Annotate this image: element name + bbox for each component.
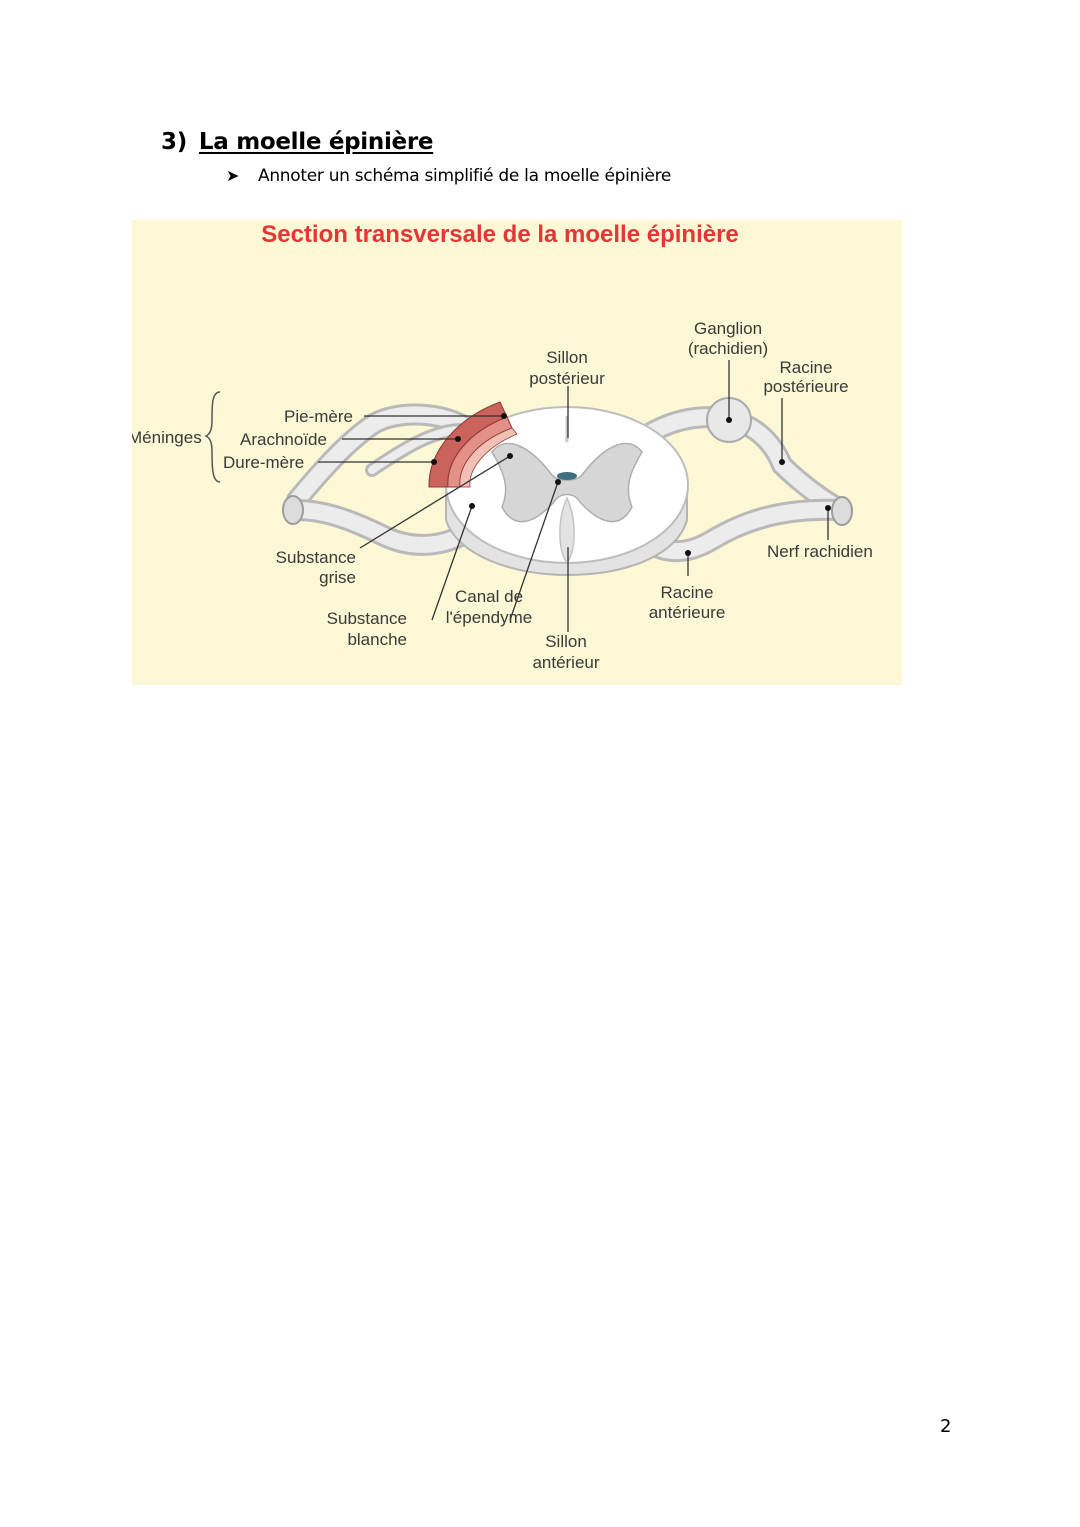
section-number: 3)	[161, 129, 187, 155]
diagram-canvas: Section transversale de la moelle épiniè…	[132, 221, 873, 672]
label-racine-posterieure-1: Racine	[780, 358, 833, 377]
instruction-item: ➤ Annoter un schéma simplifié de la moell…	[226, 166, 671, 186]
label-sillon-anterieur-2: antérieur	[532, 653, 599, 672]
arrow-bullet-icon: ➤	[226, 166, 240, 185]
label-ganglion-1: Ganglion	[694, 319, 762, 338]
instruction-text: Annoter un schéma simplifié de la moelle…	[258, 166, 672, 186]
label-substance-grise-1: Substance	[276, 548, 356, 567]
right-nerve-cut	[831, 496, 853, 526]
leader-lines	[318, 360, 829, 632]
label-substance-grise-2: grise	[319, 568, 356, 587]
label-nerf-rachidien: Nerf rachidien	[767, 542, 873, 561]
label-arachnoide: Arachnoïde	[240, 430, 327, 449]
label-racine-anterieure-2: antérieure	[649, 603, 726, 622]
label-racine-anterieure-1: Racine	[661, 583, 714, 602]
meninges-layers	[428, 401, 518, 488]
label-substance-blanche-2: blanche	[347, 630, 407, 649]
label-ganglion-2: (rachidien)	[688, 339, 768, 358]
label-sillon-anterieur-1: Sillon	[545, 632, 587, 651]
label-canal-1: Canal de	[455, 587, 523, 606]
figure-title: Section transversale de la moelle épiniè…	[261, 221, 739, 248]
label-substance-blanche-1: Substance	[327, 609, 407, 628]
page-number: 2	[940, 1416, 952, 1437]
left-nerve-cut	[282, 495, 304, 525]
section-heading: 3) La moelle épinière	[161, 129, 434, 155]
label-sillon-posterieur-2: postérieur	[529, 369, 605, 388]
label-dure-mere: Dure-mère	[223, 453, 304, 472]
meninges-brace	[204, 391, 221, 483]
section-title: La moelle épinière	[198, 129, 434, 155]
label-canal-2: l'épendyme	[446, 608, 532, 627]
label-racine-posterieure-2: postérieure	[763, 377, 848, 396]
label-sillon-posterieur-1: Sillon	[546, 348, 588, 367]
spinal-cord	[445, 406, 689, 577]
leader-dots	[431, 413, 831, 556]
spinal-cord-diagram: Section transversale de la moelle épiniè…	[132, 220, 902, 685]
label-pie-mere: Pie-mère	[284, 407, 353, 426]
label-meninges: Méninges	[132, 428, 202, 447]
